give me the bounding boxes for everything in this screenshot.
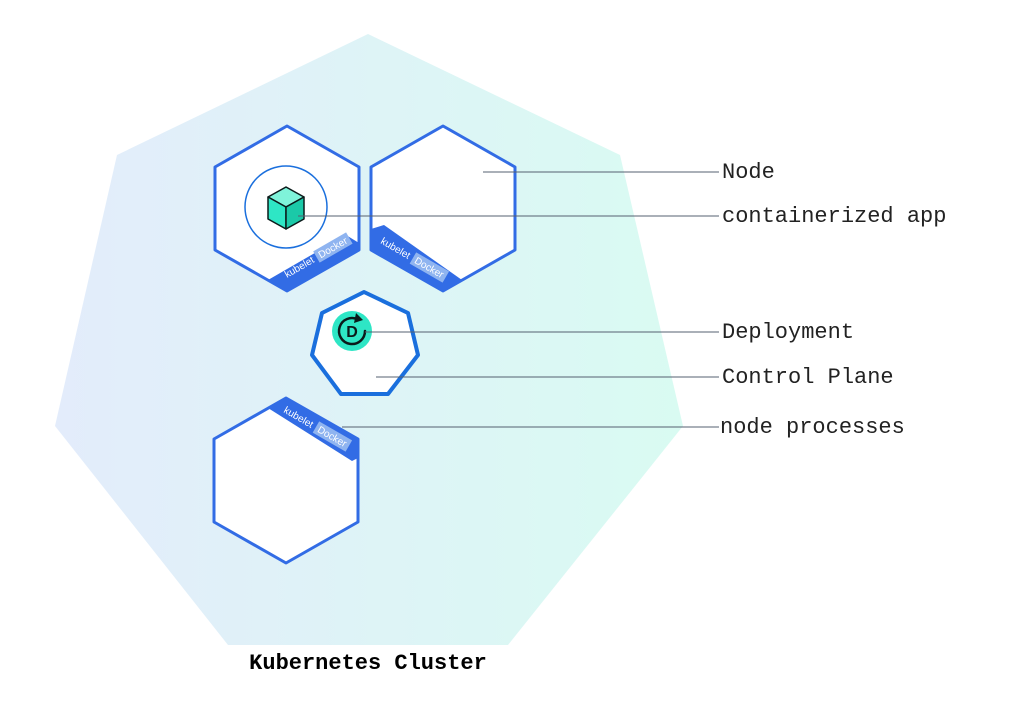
callout-containerized-app: containerized app <box>722 204 946 229</box>
node-1: kubelet Docker <box>213 124 361 293</box>
callout-node: Node <box>722 160 775 185</box>
node-2-docker-chip <box>409 252 450 283</box>
node-3: kubelet Docker <box>212 396 360 565</box>
deployment-icon: D <box>332 311 372 351</box>
leader-lines <box>298 171 719 428</box>
control-plane: D <box>310 290 420 396</box>
deployment-glyph: D <box>346 324 358 341</box>
container-cube-icon <box>267 186 305 230</box>
pod-circle <box>244 165 328 249</box>
diagram-title: Kubernetes Cluster <box>249 651 487 676</box>
node-1-docker-chip <box>313 232 353 263</box>
callout-control-plane: Control Plane <box>722 365 894 390</box>
callout-deployment: Deployment <box>722 320 854 345</box>
node-3-docker-chip <box>312 421 353 452</box>
callout-node-processes: node processes <box>720 415 905 440</box>
node-2: kubelet Docker <box>369 124 517 293</box>
